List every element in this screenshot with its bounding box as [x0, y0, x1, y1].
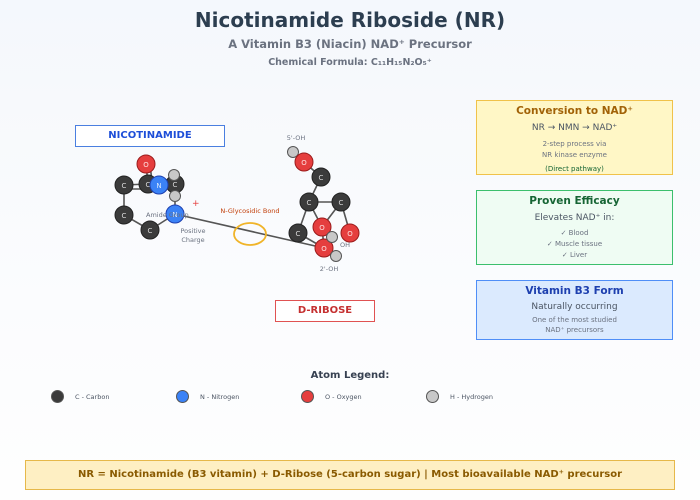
- efficacy-detail: ✓ Liver: [561, 251, 588, 259]
- atom-label: C: [319, 174, 324, 182]
- vitamin-b3-line: Naturally occurring: [531, 302, 618, 312]
- atom-label: C: [122, 182, 127, 190]
- vitamin-b3-title: Vitamin B3 Form: [525, 285, 624, 297]
- nad-conversion-detail: (Direct pathway): [545, 165, 604, 173]
- ribose-atoms: O C C C C O O O: [287, 146, 360, 262]
- legend-title: Atom Legend:: [310, 370, 390, 381]
- oxygen-legend-dot: [301, 390, 314, 403]
- nitrogen-legend-label: N - Nitrogen: [200, 393, 240, 401]
- carbon-atom: C: [114, 205, 134, 225]
- hydrogen-atom: [326, 231, 338, 243]
- nad-conversion-title: Conversion to NAD⁺: [516, 105, 633, 117]
- oxygen-atom: O: [314, 238, 334, 258]
- bond-highlight-ellipse: [233, 222, 267, 246]
- vitamin-b3-detail: One of the most studied: [532, 316, 617, 324]
- carbon-legend-label: C - Carbon: [75, 393, 110, 401]
- efficacy-title: Proven Efficacy: [529, 195, 620, 207]
- positive-charge-label-2: Charge: [181, 236, 204, 244]
- nad-conversion-detail: 2-step process via: [542, 140, 607, 148]
- atom-label: O: [301, 159, 307, 167]
- efficacy-line: Elevates NAD⁺ in:: [534, 213, 615, 223]
- hydrogen-legend-dot: [426, 390, 439, 403]
- carbon-atom: C: [140, 220, 160, 240]
- efficacy-detail: ✓ Blood: [560, 229, 589, 237]
- carbon-atom: C: [288, 223, 308, 243]
- hydrogen-atom: [168, 169, 180, 181]
- atom-label: C: [173, 181, 178, 189]
- hydrogen-legend-label: H - Hydrogen: [450, 393, 493, 401]
- nitrogen-atom: N: [149, 175, 169, 195]
- oxygen-atom: O: [136, 154, 156, 174]
- atom-label: C: [148, 227, 153, 235]
- hydrogen-atom: [169, 190, 181, 202]
- atom-label: C: [307, 199, 312, 207]
- carbon-atom: C: [331, 192, 351, 212]
- atom-label: C: [146, 181, 151, 189]
- atom-label: O: [319, 224, 325, 232]
- footer-summary: NR = Nicotinamide (B3 vitamin) + D-Ribos…: [25, 460, 675, 490]
- positive-charge-sign: +: [192, 199, 200, 209]
- atom-label: C: [296, 230, 301, 238]
- vitamin-b3-detail: NAD⁺ precursors: [545, 326, 604, 334]
- carbon-legend-dot: [51, 390, 64, 403]
- oxygen-atom: O: [340, 223, 360, 243]
- nad-conversion-detail: NR kinase enzyme: [542, 151, 607, 159]
- atom-label: N: [172, 211, 177, 219]
- oxygen-atom: O: [294, 152, 314, 172]
- hydrogen-atom: [287, 146, 299, 158]
- oxygen-legend-label: O - Oxygen: [325, 393, 362, 401]
- page-title: Nicotinamide Riboside (NR): [194, 8, 506, 32]
- atom-label: C: [122, 212, 127, 220]
- chemical-formula: Chemical Formula: C₁₁H₁₅N₂O₅⁺: [268, 57, 432, 68]
- glycosidic-bond-label: N-Glycosidic Bond: [220, 207, 279, 215]
- carbon-atom: C: [114, 175, 134, 195]
- nad-conversion-box: Conversion to NAD⁺ NR → NMN → NAD⁺ 2-ste…: [476, 100, 673, 175]
- efficacy-box: Proven Efficacy Elevates NAD⁺ in: ✓ Bloo…: [476, 190, 673, 265]
- d-ribose-label: D-RIBOSE: [275, 300, 375, 322]
- nad-conversion-line: NR → NMN → NAD⁺: [531, 123, 618, 133]
- carbon-atom: C: [299, 192, 319, 212]
- carbon-atom: C: [311, 167, 331, 187]
- nicotinamide-label: NICOTINAMIDE: [75, 125, 225, 147]
- vitamin-b3-box: Vitamin B3 Form Naturally occurring One …: [476, 280, 673, 340]
- nitrogen-legend-dot: [176, 390, 189, 403]
- atom-label: O: [143, 161, 149, 169]
- atom-label: C: [339, 199, 344, 207]
- atom-label: O: [347, 230, 353, 238]
- atom-label: O: [321, 245, 327, 253]
- positive-charge-label-1: Positive: [180, 227, 205, 235]
- atom-label: N: [156, 182, 161, 190]
- nicotinamide-atoms: C C C C C O N: [114, 154, 185, 240]
- amide-group-label: Amide Group: [146, 211, 189, 219]
- oh-2-label: 2'-OH: [320, 265, 339, 273]
- oh-3-label: OH: [340, 241, 350, 249]
- hydrogen-atom: [330, 250, 342, 262]
- nitrogen-atom: N: [165, 204, 185, 224]
- page-subtitle: A Vitamin B3 (Niacin) NAD⁺ Precursor: [228, 37, 472, 51]
- oh-5-label: 5'-OH: [287, 134, 306, 142]
- efficacy-detail: ✓ Muscle tissue: [546, 240, 603, 248]
- oxygen-atom: O: [312, 217, 332, 237]
